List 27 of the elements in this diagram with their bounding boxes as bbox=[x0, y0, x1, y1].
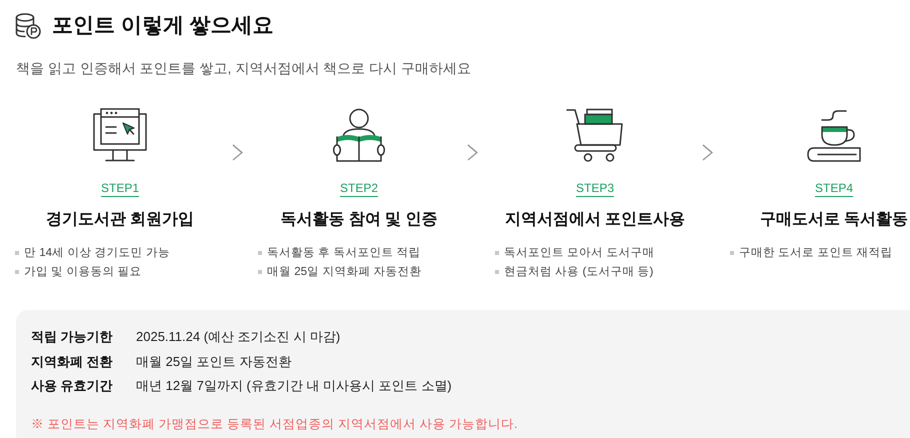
row-value: 매년 12월 7일까지 (유효기간 내 미사용시 포인트 소멸) bbox=[136, 377, 452, 395]
row-label: 지역화폐 전환 bbox=[31, 352, 113, 370]
step-label: STEP2 bbox=[340, 181, 378, 197]
page-title: 포인트 이렇게 쌓으세요 bbox=[52, 13, 274, 39]
row-value: 2025.11.24 (예산 조기소진 시 마감) bbox=[136, 328, 340, 346]
row-label: 사용 유효기간 bbox=[31, 377, 113, 395]
subtitle: 책을 읽고 인증해서 포인트를 쌓고, 지역서점에서 책으로 다시 구매하세요 bbox=[16, 59, 472, 77]
row-value: 매월 25일 포인트 자동전환 bbox=[136, 352, 292, 370]
chevron-arrow bbox=[702, 144, 713, 161]
bullet-text: 현금처럼 사용 (도서구매 등) bbox=[504, 264, 654, 280]
bullet-text: 구매한 도서로 포인트 재적립 bbox=[739, 245, 893, 261]
step-label: STEP3 bbox=[576, 181, 614, 197]
bullet-text: 독서포인트 모아서 도서구매 bbox=[504, 245, 654, 261]
chevron-arrow bbox=[232, 144, 243, 161]
bullet-text: 독서활동 후 독서포인트 적립 bbox=[267, 245, 421, 261]
bullet-text: 만 14세 이상 경기도민 가능 bbox=[24, 245, 170, 261]
step-label: STEP1 bbox=[101, 181, 139, 197]
chevron-arrow bbox=[467, 144, 478, 161]
notice-text: ※ 포인트는 지역화폐 가맹점으로 등록된 서점업종의 지역서점에서 사용 가능합니다. bbox=[31, 416, 518, 433]
step-label: STEP4 bbox=[815, 181, 853, 197]
step-title: 지역서점에서 포인트사용 bbox=[504, 210, 686, 230]
step-title: 경기도서관 회원가입 bbox=[46, 210, 194, 230]
row-label: 적립 가능기한 bbox=[31, 328, 113, 346]
step-title: 독서활동 참여 및 인증 bbox=[280, 210, 438, 230]
bullet-text: 매월 25일 지역화폐 자동전환 bbox=[267, 264, 422, 280]
step-title: 구매도서로 독서활동 bbox=[760, 210, 908, 230]
bullet-text: 가입 및 이용동의 필요 bbox=[24, 264, 142, 280]
